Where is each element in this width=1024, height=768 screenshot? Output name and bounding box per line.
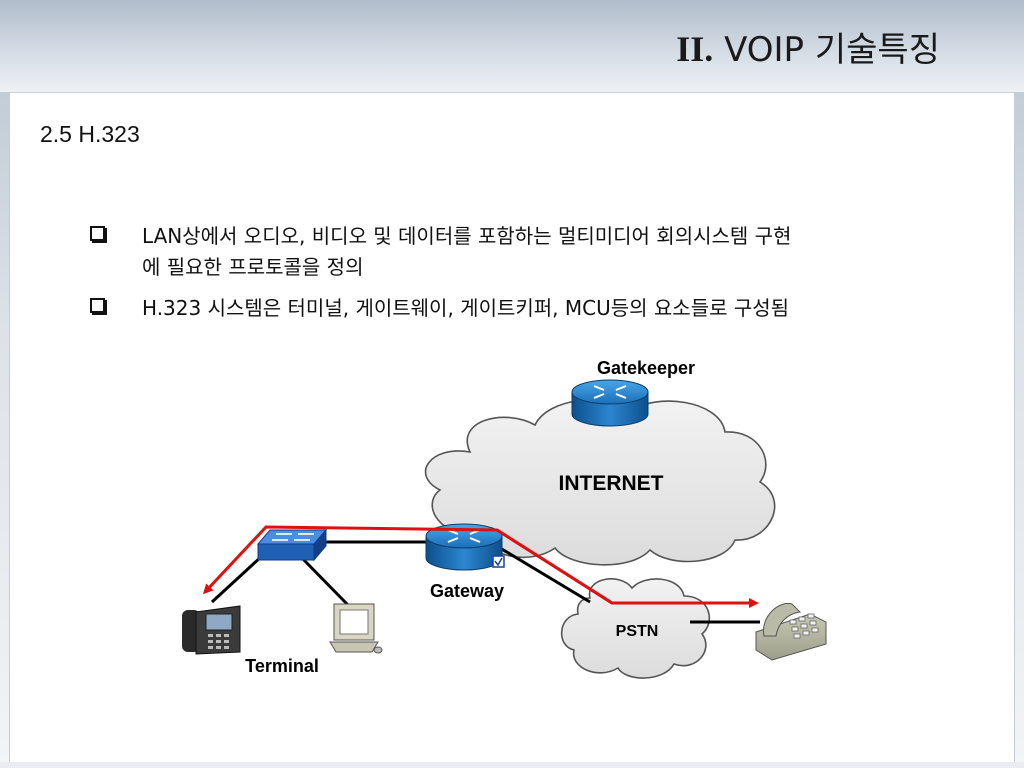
checkbox-bullet-icon — [90, 226, 105, 241]
bullet-text-1: LAN상에서 오디오, 비디오 및 데이터를 포함하는 멀티미디어 회의시스템 … — [142, 224, 792, 279]
internet-label: INTERNET — [559, 472, 664, 495]
right-frame — [1014, 92, 1024, 768]
title-band — [0, 0, 1024, 93]
pc-terminal-icon — [329, 603, 383, 654]
gateway-label: Gateway — [430, 581, 504, 601]
ip-phone-icon — [182, 605, 241, 655]
bullet-text-2: H.323 시스템은 터미널, 게이트웨이, 게이트키퍼, MCU등의 요소들로… — [142, 296, 790, 320]
gatekeeper-label: Gatekeeper — [597, 358, 695, 378]
terminal-label: Terminal — [245, 656, 319, 676]
lan-switch-icon — [256, 528, 328, 562]
pstn-phone-icon — [755, 602, 827, 661]
pstn-label: PSTN — [616, 623, 659, 640]
bottom-frame — [0, 762, 1024, 768]
checkbox-bullet-icon — [90, 298, 105, 313]
section-heading: 2.5 H.323 — [40, 121, 140, 147]
slide-title: II. VOIP 기술특징 — [560, 22, 940, 71]
left-frame — [0, 92, 10, 768]
pstn-call-path-arrow — [496, 528, 759, 608]
network-links — [210, 540, 760, 624]
slide-title-text: VOIP 기술특징 — [724, 30, 940, 70]
slide-title-number: II. — [676, 29, 714, 69]
gatekeeper-router-icon — [571, 379, 649, 427]
